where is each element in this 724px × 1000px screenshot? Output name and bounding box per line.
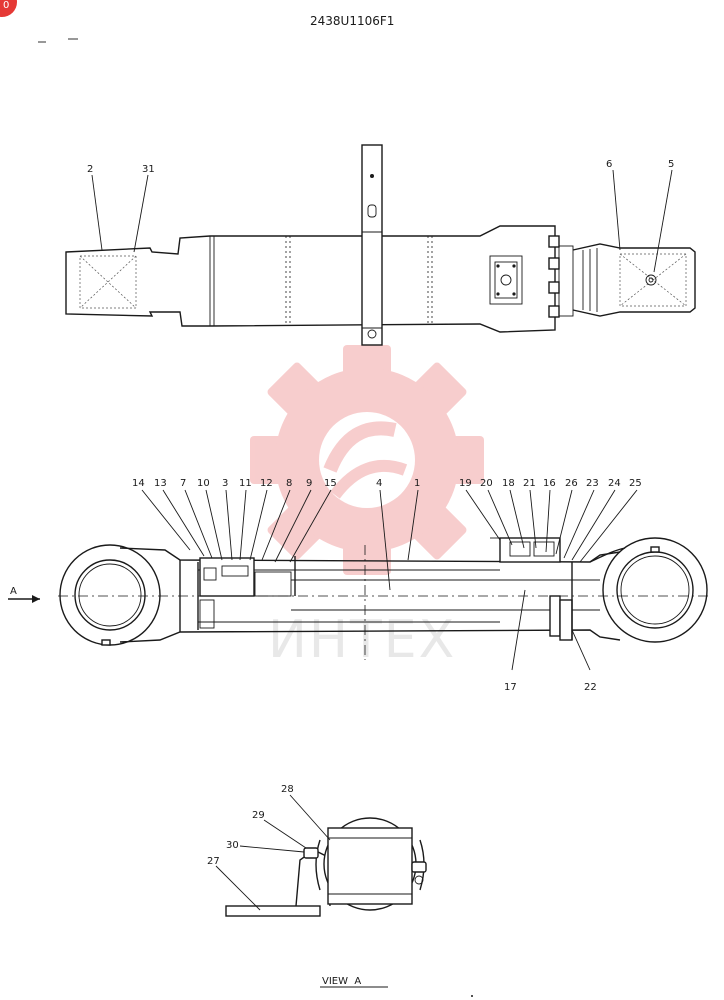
callout-20: 20 bbox=[480, 478, 493, 489]
callout-1: 1 bbox=[414, 478, 420, 489]
callout-10: 10 bbox=[197, 478, 210, 489]
view-a-callouts: 28 29 30 27 bbox=[207, 784, 331, 911]
callout-29: 29 bbox=[252, 810, 265, 821]
section-view-callouts: 14 13 7 10 3 11 12 8 9 15 4 1 19 20 18 2… bbox=[132, 478, 642, 693]
callout-12: 12 bbox=[260, 478, 273, 489]
drawing-number: 2438U1106F1 bbox=[310, 14, 394, 28]
callout-16: 16 bbox=[543, 478, 556, 489]
callout-24: 24 bbox=[608, 478, 621, 489]
view-caption: VIEW A bbox=[322, 976, 361, 987]
callout-6: 6 bbox=[606, 159, 612, 170]
callout-30: 30 bbox=[226, 840, 239, 851]
cylinder-top-view bbox=[65, 144, 696, 346]
cylinder-section-view: A bbox=[8, 537, 712, 660]
callout-8: 8 bbox=[286, 478, 292, 489]
section-view-leaders bbox=[141, 489, 638, 671]
callout-9: 9 bbox=[306, 478, 312, 489]
view-a-drawing bbox=[225, 817, 427, 917]
callout-21: 21 bbox=[523, 478, 536, 489]
callout-31: 31 bbox=[142, 164, 155, 175]
corner-badge-text: 0 bbox=[3, 0, 9, 11]
callout-18: 18 bbox=[502, 478, 515, 489]
callout-17: 17 bbox=[504, 682, 517, 693]
callout-25: 25 bbox=[629, 478, 642, 489]
callout-22: 22 bbox=[584, 682, 597, 693]
callout-14: 14 bbox=[132, 478, 145, 489]
callout-11: 11 bbox=[239, 478, 252, 489]
top-view-callouts: 2 31 6 5 bbox=[87, 159, 674, 273]
corner-badge: 0 bbox=[0, 0, 17, 17]
callout-26: 26 bbox=[565, 478, 578, 489]
callout-15: 15 bbox=[324, 478, 337, 489]
callout-3: 3 bbox=[222, 478, 228, 489]
callout-2: 2 bbox=[87, 164, 93, 175]
watermark-logo bbox=[250, 345, 484, 575]
callout-13: 13 bbox=[154, 478, 167, 489]
callout-27: 27 bbox=[207, 856, 220, 867]
callout-19: 19 bbox=[459, 478, 472, 489]
callout-28: 28 bbox=[281, 784, 294, 795]
direction-arrow-label: A bbox=[10, 586, 17, 597]
callout-23: 23 bbox=[586, 478, 599, 489]
callout-5: 5 bbox=[668, 159, 674, 170]
callout-4: 4 bbox=[376, 478, 382, 489]
watermark-text: ИНТЕХ bbox=[268, 610, 456, 670]
callout-7: 7 bbox=[180, 478, 186, 489]
